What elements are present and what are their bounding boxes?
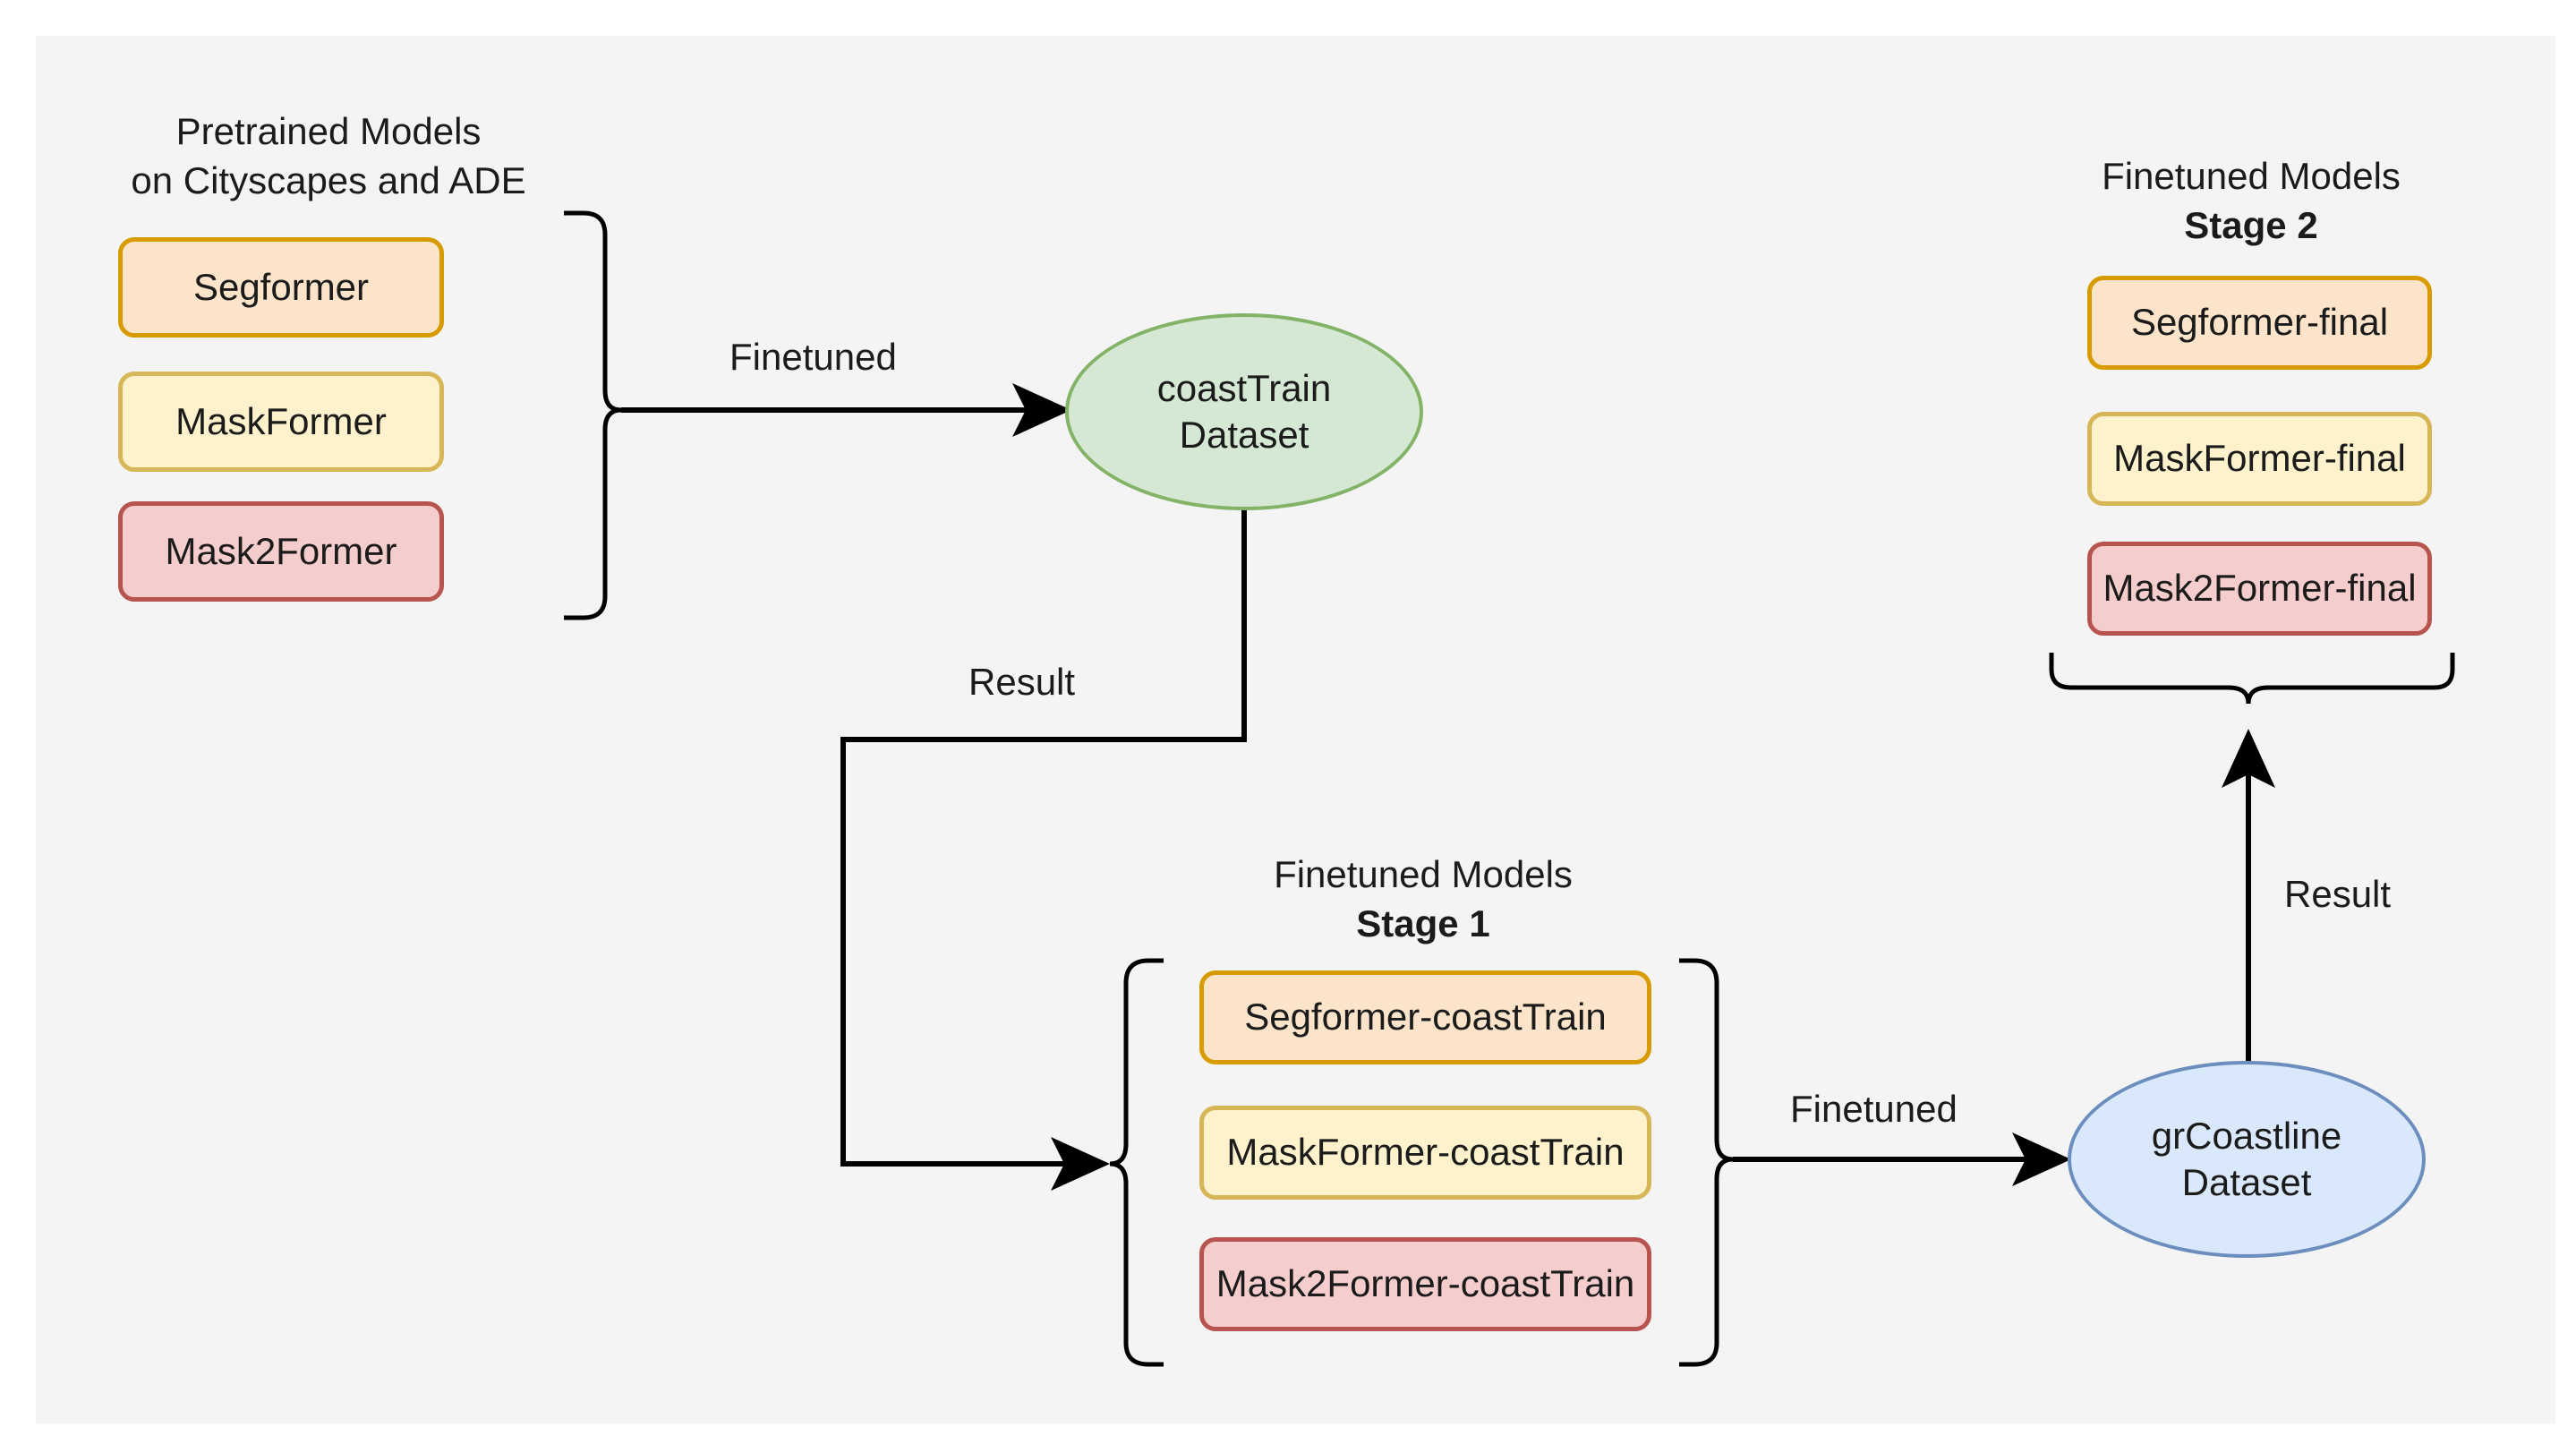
stage2-group-label: Finetuned Models Stage 2: [2059, 152, 2444, 250]
grcoastline-dataset-line1: grCoastline: [2151, 1114, 2342, 1157]
node-maskformer-final[interactable]: MaskFormer-final: [2087, 412, 2432, 506]
pretrained-group-label-line1: Pretrained Models: [175, 110, 482, 152]
node-segformer-final[interactable]: Segformer-final: [2087, 276, 2432, 370]
node-mask2former-label: Mask2Former: [165, 529, 397, 572]
pretrained-group-brace: [564, 210, 622, 620]
edge-label-finetuned-bottom: Finetuned: [1790, 1088, 1958, 1130]
node-segformer-coasttrain-label: Segformer-coastTrain: [1244, 996, 1607, 1038]
node-coasttrain-dataset[interactable]: coastTrain Dataset: [1065, 313, 1423, 510]
stage2-brace: [2049, 653, 2455, 705]
grcoastline-dataset-line2: Dataset: [2181, 1161, 2312, 1203]
node-grcoastline-dataset[interactable]: grCoastline Dataset: [2068, 1061, 2426, 1258]
coasttrain-dataset-line1: coastTrain: [1156, 366, 1332, 409]
node-mask2former-final[interactable]: Mask2Former-final: [2087, 542, 2432, 636]
node-mask2former-final-label: Mask2Former-final: [2103, 567, 2417, 610]
edge-label-finetuned-top: Finetuned: [729, 336, 897, 378]
node-maskformer-coasttrain-label: MaskFormer-coastTrain: [1226, 1131, 1625, 1174]
pretrained-group-label-line2: on Cityscapes and ADE: [131, 158, 526, 201]
node-maskformer[interactable]: MaskFormer: [118, 372, 444, 472]
stage1-group-label: Finetuned Models Stage 1: [1190, 850, 1656, 948]
stage2-group-label-line1: Finetuned Models: [2102, 155, 2401, 197]
node-mask2former-coasttrain-label: Mask2Former-coastTrain: [1215, 1262, 1635, 1305]
stage2-group-label-line2: Stage 2: [2184, 203, 2318, 246]
node-maskformer-final-label: MaskFormer-final: [2113, 437, 2406, 480]
node-maskformer-label: MaskFormer: [175, 399, 387, 442]
coasttrain-dataset-line2: Dataset: [1179, 414, 1309, 456]
stage1-group-label-line1: Finetuned Models: [1274, 853, 1573, 895]
node-mask2former[interactable]: Mask2Former: [118, 501, 444, 602]
stage1-group-label-line2: Stage 1: [1356, 902, 1490, 944]
edge-label-result-right: Result: [2284, 873, 2392, 915]
node-maskformer-coasttrain[interactable]: MaskFormer-coastTrain: [1199, 1106, 1651, 1200]
node-segformer[interactable]: Segformer: [118, 237, 444, 338]
edge-coasttrain-to-stage1: [840, 510, 1247, 1191]
edge-label-result-left: Result: [968, 661, 1076, 703]
node-mask2former-coasttrain[interactable]: Mask2Former-coastTrain: [1199, 1237, 1651, 1331]
node-segformer-label: Segformer: [192, 265, 370, 308]
node-segformer-coasttrain[interactable]: Segformer-coastTrain: [1199, 970, 1651, 1064]
pretrained-group-label: Pretrained Models on Cityscapes and ADE: [118, 107, 539, 205]
node-segformer-final-label: Segformer-final: [2130, 301, 2389, 344]
stage1-left-brace: [1109, 958, 1164, 1367]
stage1-right-brace: [1679, 958, 1734, 1367]
